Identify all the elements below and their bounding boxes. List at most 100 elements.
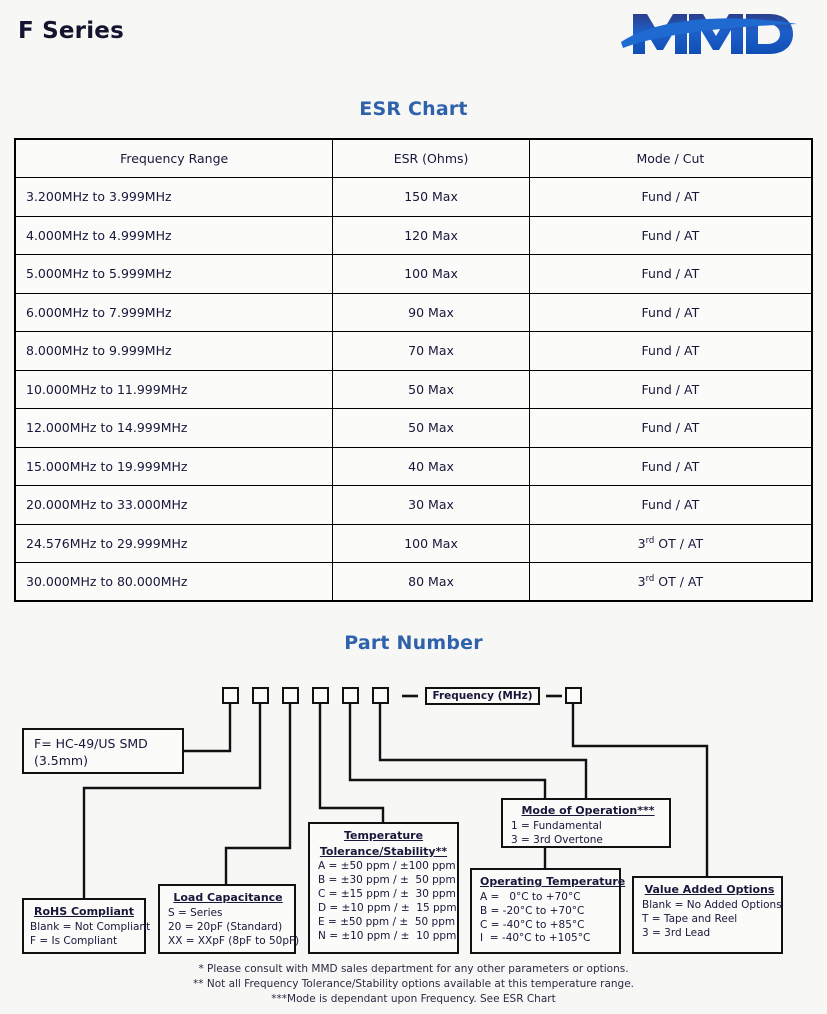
operating-temperature-option: I = -40°C to +105°C [480, 932, 591, 945]
part-number-code-box[interactable] [565, 687, 582, 704]
part-number-code-box[interactable] [252, 687, 269, 704]
cell-frequency-range: 30.000MHz to 80.000MHz [14, 562, 334, 602]
cell-mode-cut: Fund / AT [528, 485, 813, 525]
part-number-diagram: Frequency (MHz) F= HC-49/US SMD (3.5mm) … [0, 660, 827, 1014]
part-number-code-box[interactable] [222, 687, 239, 704]
part-number-connector-lines [82, 694, 709, 898]
operating-temperature-option: A = 0°C to +70°C [480, 890, 581, 903]
cell-frequency-range: 20.000MHz to 33.000MHz [14, 485, 334, 525]
esr-chart-heading: ESR Chart [359, 98, 468, 120]
part-number-code-box[interactable] [372, 687, 389, 704]
load-capacitance-option: S = Series [168, 906, 223, 919]
cell-esr-ohms: 50 Max [332, 408, 530, 448]
rohs-option: F = Is Compliant [30, 934, 118, 947]
temperature-tolerance-option: N = ±10 ppm / ± 10 ppm [318, 930, 457, 943]
mode-of-operation-title: Mode of Operation*** [521, 804, 655, 817]
package-line-2: (3.5mm) [34, 752, 88, 768]
cell-esr-ohms: 40 Max [332, 446, 530, 486]
table-header-row: Frequency Range ESR (Ohms) Mode / Cut [14, 138, 813, 178]
load-capacitance-box: Load Capacitance S = Series 20 = 20pF (S… [158, 884, 300, 954]
footnote: * Please consult with MMD sales departme… [198, 963, 629, 975]
part-number-code-box[interactable] [312, 687, 329, 704]
cell-mode-cut: Fund / AT [528, 254, 813, 294]
temperature-tolerance-option: C = ±15 ppm / ± 30 ppm [318, 888, 456, 901]
cell-esr-ohms: 100 Max [332, 254, 530, 294]
temperature-tolerance-option: B = ±30 ppm / ± 50 ppm [318, 874, 456, 887]
cell-frequency-range: 12.000MHz to 14.999MHz [14, 408, 334, 448]
cell-frequency-range: 5.000MHz to 5.999MHz [14, 254, 334, 294]
package-type-box: F= HC-49/US SMD (3.5mm) [22, 728, 184, 774]
operating-temperature-option: C = -40°C to +85°C [480, 918, 585, 931]
operating-temperature-option: B = -20°C to +70°C [480, 904, 585, 917]
cell-esr-ohms: 80 Max [332, 562, 530, 602]
cell-esr-ohms: 70 Max [332, 331, 530, 371]
load-capacitance-title: Load Capacitance [173, 891, 283, 904]
cell-frequency-range: 8.000MHz to 9.999MHz [14, 331, 334, 371]
cell-mode-cut: 3rd OT / AT [528, 523, 813, 563]
cell-mode-cut: Fund / AT [528, 408, 813, 448]
temperature-tolerance-option: D = ±10 ppm / ± 15 ppm [318, 902, 457, 915]
cell-mode-cut: Fund / AT [528, 369, 813, 409]
cell-mode-cut: Fund / AT [528, 331, 813, 371]
cell-frequency-range: 4.000MHz to 4.999MHz [14, 215, 334, 255]
mmd-logo [619, 8, 799, 60]
cell-esr-ohms: 90 Max [332, 292, 530, 332]
cell-mode-cut: Fund / AT [528, 215, 813, 255]
column-header-mode-cut: Mode / Cut [528, 138, 813, 178]
part-number-heading: Part Number [344, 632, 483, 654]
part-number-code-box[interactable] [282, 687, 299, 704]
cell-mode-cut: Fund / AT [528, 177, 813, 217]
rohs-option: Blank = Not Compliant [30, 920, 151, 933]
temperature-tolerance-option: A = ±50 ppm / ±100 ppm [318, 860, 456, 873]
frequency-field-box[interactable]: Frequency (MHz) [425, 687, 540, 705]
load-capacitance-option: XX = XXpF (8pF to 50pF) [168, 934, 300, 947]
temperature-tolerance-title-line2: Tolerance/Stability** [319, 844, 448, 858]
column-header-frequency-range: Frequency Range [14, 138, 334, 178]
value-added-option: T = Tape and Reel [642, 912, 738, 925]
mode-of-operation-option: 1 = Fundamental [511, 819, 602, 832]
temperature-tolerance-option: E = ±50 ppm / ± 50 ppm [318, 916, 456, 929]
cell-mode-cut: Fund / AT [528, 446, 813, 486]
mode-of-operation-box: Mode of Operation*** 1 = Fundamental 3 =… [501, 798, 671, 848]
cell-esr-ohms: 150 Max [332, 177, 530, 217]
cell-mode-cut: 3rd OT / AT [528, 562, 813, 602]
value-added-option: Blank = No Added Options [642, 898, 782, 911]
temperature-tolerance-box: Temperature Tolerance/Stability** A = ±5… [308, 822, 459, 954]
cell-frequency-range: 15.000MHz to 19.999MHz [14, 446, 334, 486]
page-header: F Series [0, 0, 827, 70]
operating-temperature-box: Operating Temperature A = 0°C to +70°C B… [470, 868, 626, 954]
cell-frequency-range: 10.000MHz to 11.999MHz [14, 369, 334, 409]
cell-esr-ohms: 30 Max [332, 485, 530, 525]
esr-table: Frequency Range ESR (Ohms) Mode / Cut 3.… [14, 138, 813, 602]
footnote: ***Mode is dependant upon Frequency. See… [271, 992, 556, 1005]
rohs-compliant-box: RoHS Compliant Blank = Not Compliant F =… [22, 898, 151, 954]
package-line-1: F= HC-49/US SMD [34, 736, 148, 751]
cell-frequency-range: 6.000MHz to 7.999MHz [14, 292, 334, 332]
cell-esr-ohms: 100 Max [332, 523, 530, 563]
cell-frequency-range: 3.200MHz to 3.999MHz [14, 177, 334, 217]
footnotes: * Please consult with MMD sales departme… [0, 962, 827, 1007]
rohs-title: RoHS Compliant [33, 905, 134, 918]
part-number-code-box[interactable] [342, 687, 359, 704]
value-added-options-box: Value Added Options Blank = No Added Opt… [632, 876, 783, 954]
value-added-option: 3 = 3rd Lead [642, 926, 711, 939]
column-header-esr-ohms: ESR (Ohms) [332, 138, 530, 178]
cell-esr-ohms: 120 Max [332, 215, 530, 255]
operating-temperature-title: Operating Temperature [480, 875, 626, 888]
cell-mode-cut: Fund / AT [528, 292, 813, 332]
load-capacitance-option: 20 = 20pF (Standard) [168, 920, 283, 933]
temperature-tolerance-title-line1: Temperature [343, 829, 424, 842]
footnote: ** Not all Frequency Tolerance/Stability… [193, 977, 634, 990]
page-title: F Series [18, 18, 124, 44]
cell-frequency-range: 24.576MHz to 29.999MHz [14, 523, 334, 563]
